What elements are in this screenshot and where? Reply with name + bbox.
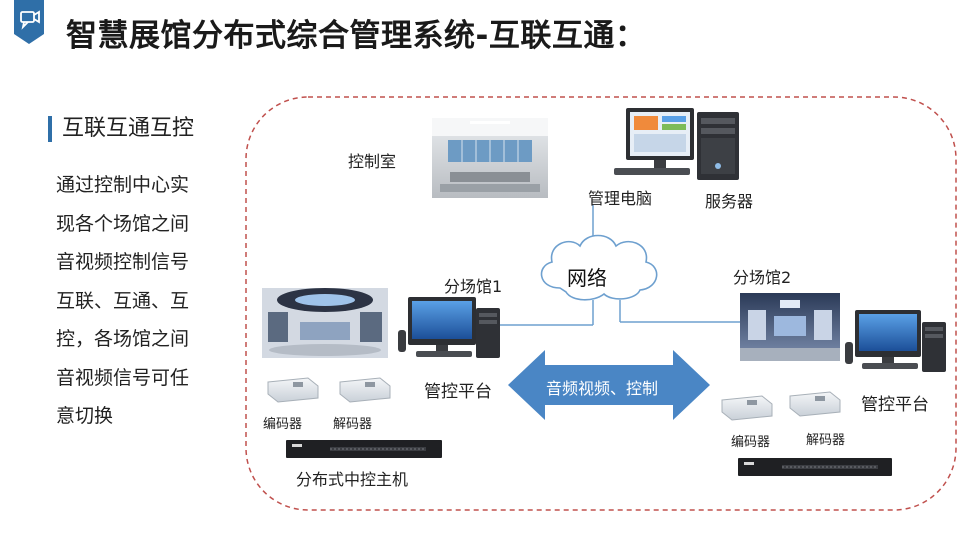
- header-badge: [14, 0, 44, 44]
- network-label: 网络: [567, 266, 607, 290]
- venue2-decoder-image: [789, 391, 841, 417]
- host-label: 分布式中控主机: [296, 470, 409, 489]
- venue1-decoder-image: [339, 377, 391, 403]
- venue1-pc-image: [398, 297, 500, 358]
- venue2-hall-image: [740, 293, 840, 361]
- server-label: 服务器: [705, 192, 754, 211]
- venue1-encoder-label: 编码器: [263, 417, 303, 432]
- network-cloud-icon: [540, 234, 658, 301]
- venue1-label: 分场馆1: [444, 277, 503, 296]
- management-pc-label: 管理电脑: [588, 189, 653, 208]
- description-text: 通过控制中心实 现各个场馆之间 音视频控制信号 互联、互通、互 控，各场馆之间 …: [56, 166, 216, 436]
- system-boundary: [245, 96, 957, 511]
- control-room-label: 控制室: [348, 152, 397, 171]
- venue1-hall-image: [262, 288, 388, 358]
- venue2-pc-image: [845, 310, 946, 372]
- management-pc-image: [614, 108, 694, 175]
- venue1-encoder-image: [267, 377, 319, 403]
- chat-video-icon: [20, 10, 40, 30]
- description-line: 控，各场馆之间: [56, 328, 190, 350]
- bidirectional-arrow: [508, 350, 710, 420]
- description-line: 音视频信号可任: [56, 366, 190, 389]
- description-line: 音视频控制信号: [56, 251, 190, 273]
- venue1-decoder-label: 解码器: [333, 417, 373, 432]
- description-line: 现各个场馆之间: [56, 212, 190, 235]
- venue2-encoder-label: 编码器: [731, 435, 771, 450]
- venue2-encoder-image: [721, 395, 773, 421]
- control-room-image: [432, 118, 548, 198]
- section-heading: 互联互通互控: [48, 116, 194, 142]
- description-line: 互联、互通、互: [56, 289, 190, 312]
- venue2-host-image: [738, 458, 892, 476]
- description-line: 意切换: [56, 405, 114, 427]
- page-title: 智慧展馆分布式综合管理系统-互联互通：: [66, 18, 647, 54]
- venue2-decoder-label: 解码器: [806, 433, 846, 448]
- venue2-platform-label: 管控平台: [861, 395, 929, 415]
- venue1-platform-label: 管控平台: [424, 382, 492, 402]
- link-label: 音频视频、控制: [546, 379, 659, 398]
- venue2-label: 分场馆2: [733, 268, 792, 287]
- description-line: 通过控制中心实: [56, 174, 190, 196]
- server-image: [697, 112, 739, 180]
- distributed-host-image: [286, 440, 442, 458]
